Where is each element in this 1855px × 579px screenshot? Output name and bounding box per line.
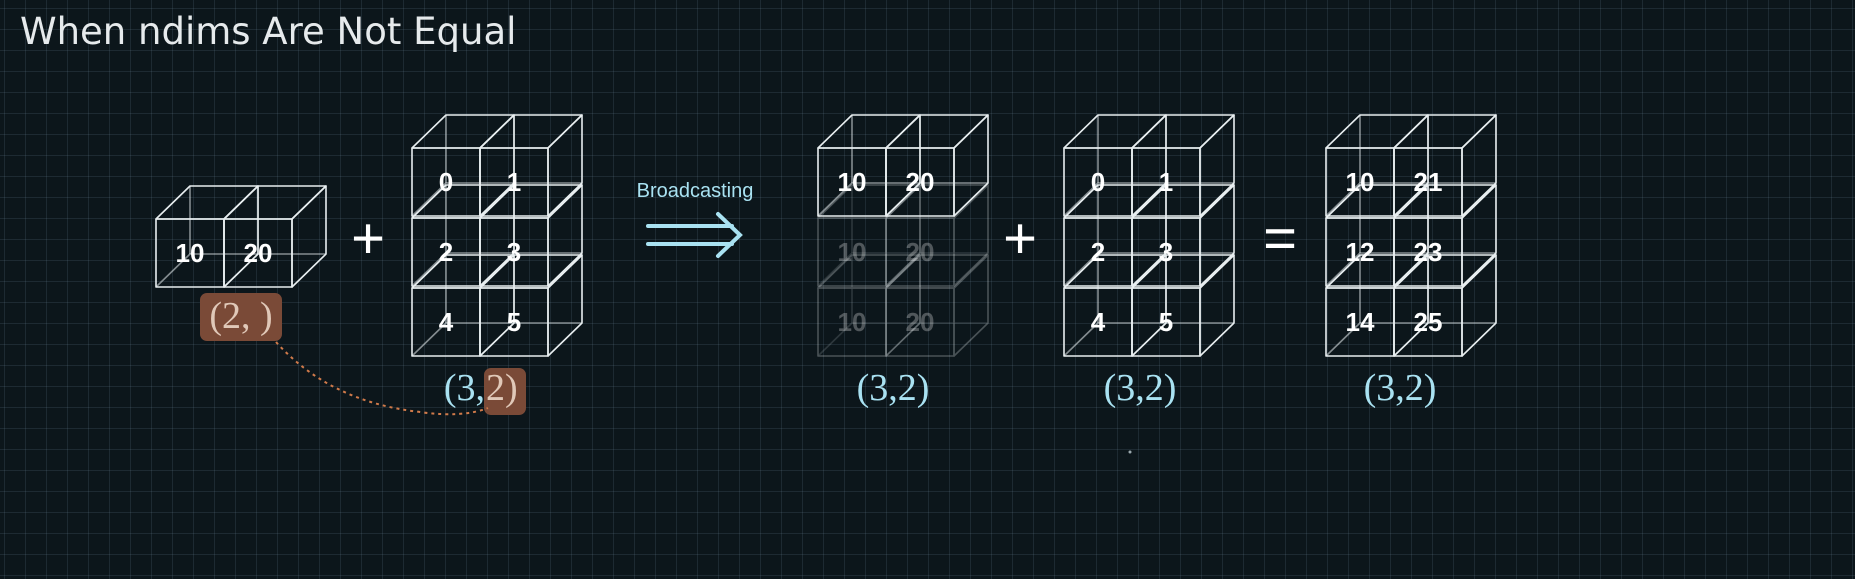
cell-value: 23 xyxy=(1414,237,1443,267)
broadcast-array-cube-grid: 10 20 10 20 10 20 xyxy=(817,114,989,357)
cube xyxy=(1131,114,1235,217)
cell-value: 4 xyxy=(1091,307,1106,337)
shape-label-result: (3,2) xyxy=(1364,367,1437,409)
cube xyxy=(1393,114,1497,217)
cell-value: 5 xyxy=(507,307,521,337)
cube xyxy=(817,184,921,287)
cell-value: 4 xyxy=(439,307,454,337)
plus-operator-2: + xyxy=(1003,206,1037,271)
cell-value: 0 xyxy=(439,167,453,197)
dimension-connector xyxy=(275,341,489,416)
plus-operator-1: + xyxy=(351,206,385,271)
cube xyxy=(223,185,327,288)
shape-a-highlight xyxy=(200,293,282,341)
shape-label-b-copy: (3,2) xyxy=(1104,367,1177,409)
cell-value: 2 xyxy=(1091,237,1105,267)
array-3x2-cube-grid: 4 5 2 3 0 1 xyxy=(411,114,583,357)
cell-value: 20 xyxy=(906,167,935,197)
cell-value: 10 xyxy=(176,238,205,268)
cube xyxy=(817,254,921,357)
shape-label-a: (2, ) xyxy=(209,295,272,337)
cube xyxy=(1393,184,1497,287)
shape-label-b-prefix: (3, xyxy=(444,367,485,409)
cube xyxy=(1393,254,1497,357)
cube xyxy=(479,114,583,217)
cell-value: 21 xyxy=(1414,167,1443,197)
shape-b-highlight xyxy=(484,368,526,415)
result-cube-grid: 14 25 12 23 10 21 xyxy=(1325,114,1497,357)
cell-value: 0 xyxy=(1091,167,1105,197)
cell-value: 12 xyxy=(1346,237,1375,267)
cube xyxy=(885,184,989,287)
shape-label-broadcast: (3,2) xyxy=(857,367,930,409)
cube xyxy=(1131,184,1235,287)
page-title: When ndims Are Not Equal xyxy=(20,10,517,53)
cell-value: 20 xyxy=(906,237,935,267)
cell-value: 10 xyxy=(838,237,867,267)
cube xyxy=(885,114,989,217)
cell-value: 5 xyxy=(1159,307,1173,337)
cell-value: 3 xyxy=(1159,237,1173,267)
equals-operator: = xyxy=(1263,206,1297,271)
cell-value: 20 xyxy=(244,238,273,268)
broadcasting-label: Broadcasting xyxy=(637,180,754,202)
cell-value: 25 xyxy=(1414,307,1443,337)
double-arrow-icon xyxy=(646,212,743,258)
cube xyxy=(885,254,989,357)
cell-value: 10 xyxy=(838,167,867,197)
cell-value: 2 xyxy=(439,237,453,267)
array-3x2-copy-cube-grid: 4 5 2 3 0 1 xyxy=(1063,114,1235,357)
cube xyxy=(479,184,583,287)
cell-value: 1 xyxy=(1159,167,1173,197)
cell-value: 10 xyxy=(1346,167,1375,197)
cube xyxy=(479,254,583,357)
cell-value: 1 xyxy=(507,167,521,197)
cell-value: 3 xyxy=(507,237,521,267)
cube xyxy=(1131,254,1235,357)
cell-value: 14 xyxy=(1346,307,1375,337)
cell-value: 20 xyxy=(906,307,935,337)
array-2-cube-row: 10 20 xyxy=(155,185,327,288)
shape-label-b-highlight: 2) xyxy=(486,367,518,409)
cell-value: 10 xyxy=(838,307,867,337)
stray-dot xyxy=(1128,450,1132,454)
